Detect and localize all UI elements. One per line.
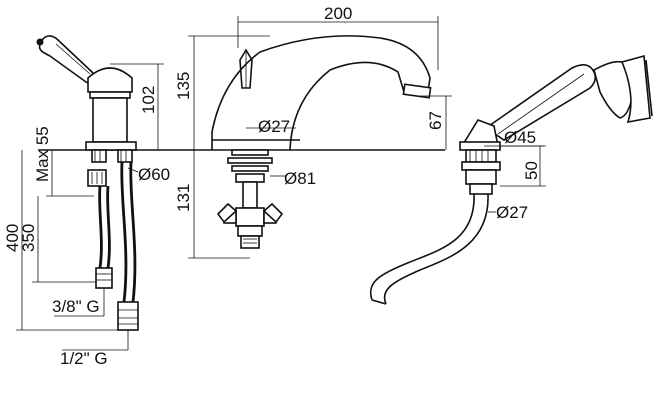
dim-handle-height: 102 — [139, 86, 158, 114]
dim-base-diameter: Ø81 — [284, 169, 316, 188]
dim-spout-reach: 200 — [324, 4, 352, 23]
dimension-lines — [16, 16, 546, 351]
dim-hose-400: 400 — [3, 224, 22, 252]
hand-shower — [369, 54, 653, 305]
dim-thread-large: 1/2" G — [60, 349, 108, 368]
dim-handle-diameter: Ø60 — [138, 165, 170, 184]
dim-thread-small: 3/8" G — [52, 297, 100, 316]
dim-below-deck: 131 — [174, 184, 193, 212]
dim-shower-diameter: Ø45 — [504, 128, 536, 147]
center-spout — [211, 35, 432, 249]
dim-spout-outlet: 67 — [426, 111, 445, 130]
dim-hose-diameter: Ø27 — [496, 203, 528, 222]
left-valve — [36, 35, 139, 331]
dim-spout-diameter: Ø27 — [258, 117, 290, 136]
dim-spout-height: 135 — [174, 72, 193, 100]
dim-max-deck: Max 55 — [33, 126, 52, 182]
dim-hose-350: 350 — [19, 224, 38, 252]
dim-shower-height: 50 — [522, 161, 541, 180]
